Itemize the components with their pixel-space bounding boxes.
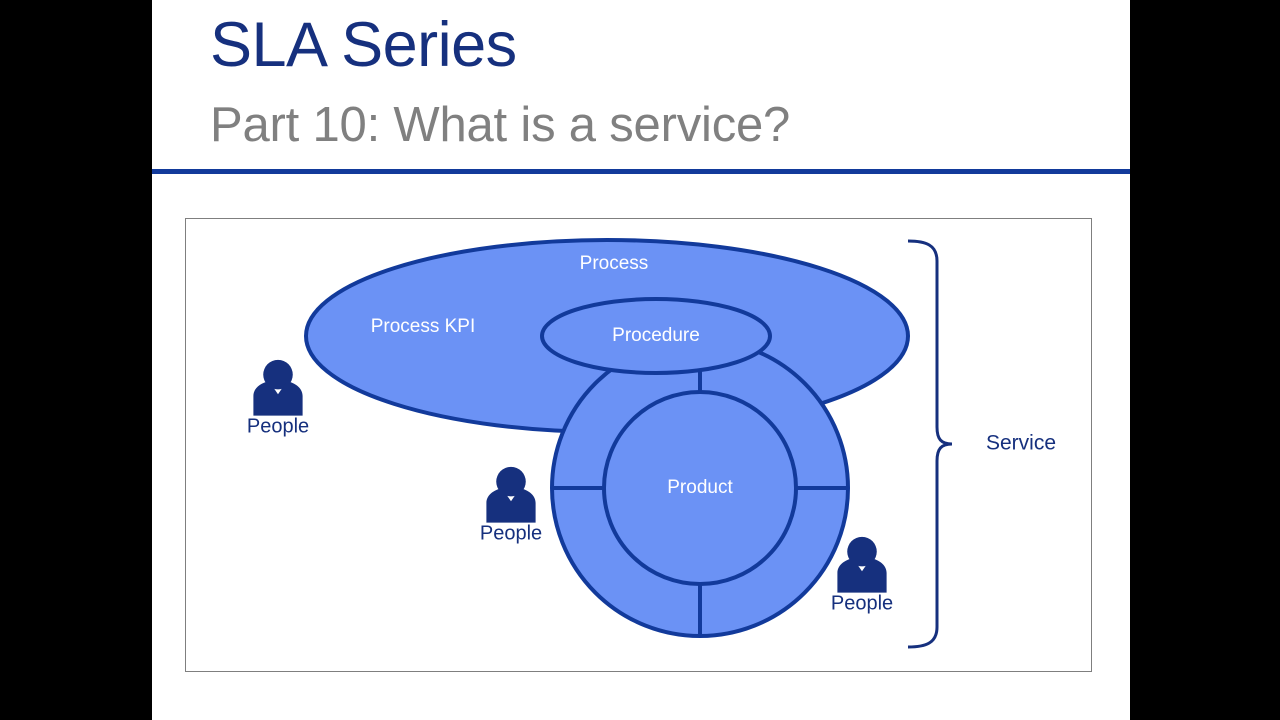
person-icon xyxy=(253,359,303,416)
presentation-slide: SLA Series Part 10: What is a service? P… xyxy=(152,0,1130,720)
person-icon xyxy=(486,466,536,523)
procedure-ellipse-group: Procedure xyxy=(540,297,772,375)
service-model-diagram: Process Process KPI Product Tas xyxy=(247,238,1056,649)
person-icon xyxy=(837,536,887,593)
service-curly-brace xyxy=(907,239,953,649)
diagram-frame: Process Process KPI Product Tas xyxy=(185,218,1092,672)
page-subtitle: Part 10: What is a service? xyxy=(210,98,791,152)
service-bracket-group: Service xyxy=(907,239,1056,649)
service-label: Service xyxy=(986,432,1056,455)
process-label: Process xyxy=(580,253,649,274)
slide-header: SLA Series Part 10: What is a service? xyxy=(152,0,1130,174)
people-icon-1-group: People xyxy=(247,359,309,437)
letterbox-bar-left xyxy=(0,0,152,720)
page-title: SLA Series xyxy=(210,10,517,80)
product-label: Product xyxy=(667,477,733,498)
process-kpi-label: Process KPI xyxy=(371,316,476,337)
people-label-2: People xyxy=(480,522,542,544)
people-icon-2-group: People xyxy=(480,466,542,544)
product-core-circle xyxy=(602,390,798,586)
procedure-label: Procedure xyxy=(612,325,700,346)
product-donut-group: Product Task 1 Task 2 Task 3 Task 4 xyxy=(550,338,850,638)
procedure-ellipse xyxy=(540,297,772,375)
people-label-1: People xyxy=(247,415,309,437)
people-label-3: People xyxy=(831,592,893,614)
header-divider xyxy=(152,169,1130,174)
letterbox-bar-right xyxy=(1130,0,1280,720)
people-icon-3-group: People xyxy=(831,536,893,614)
